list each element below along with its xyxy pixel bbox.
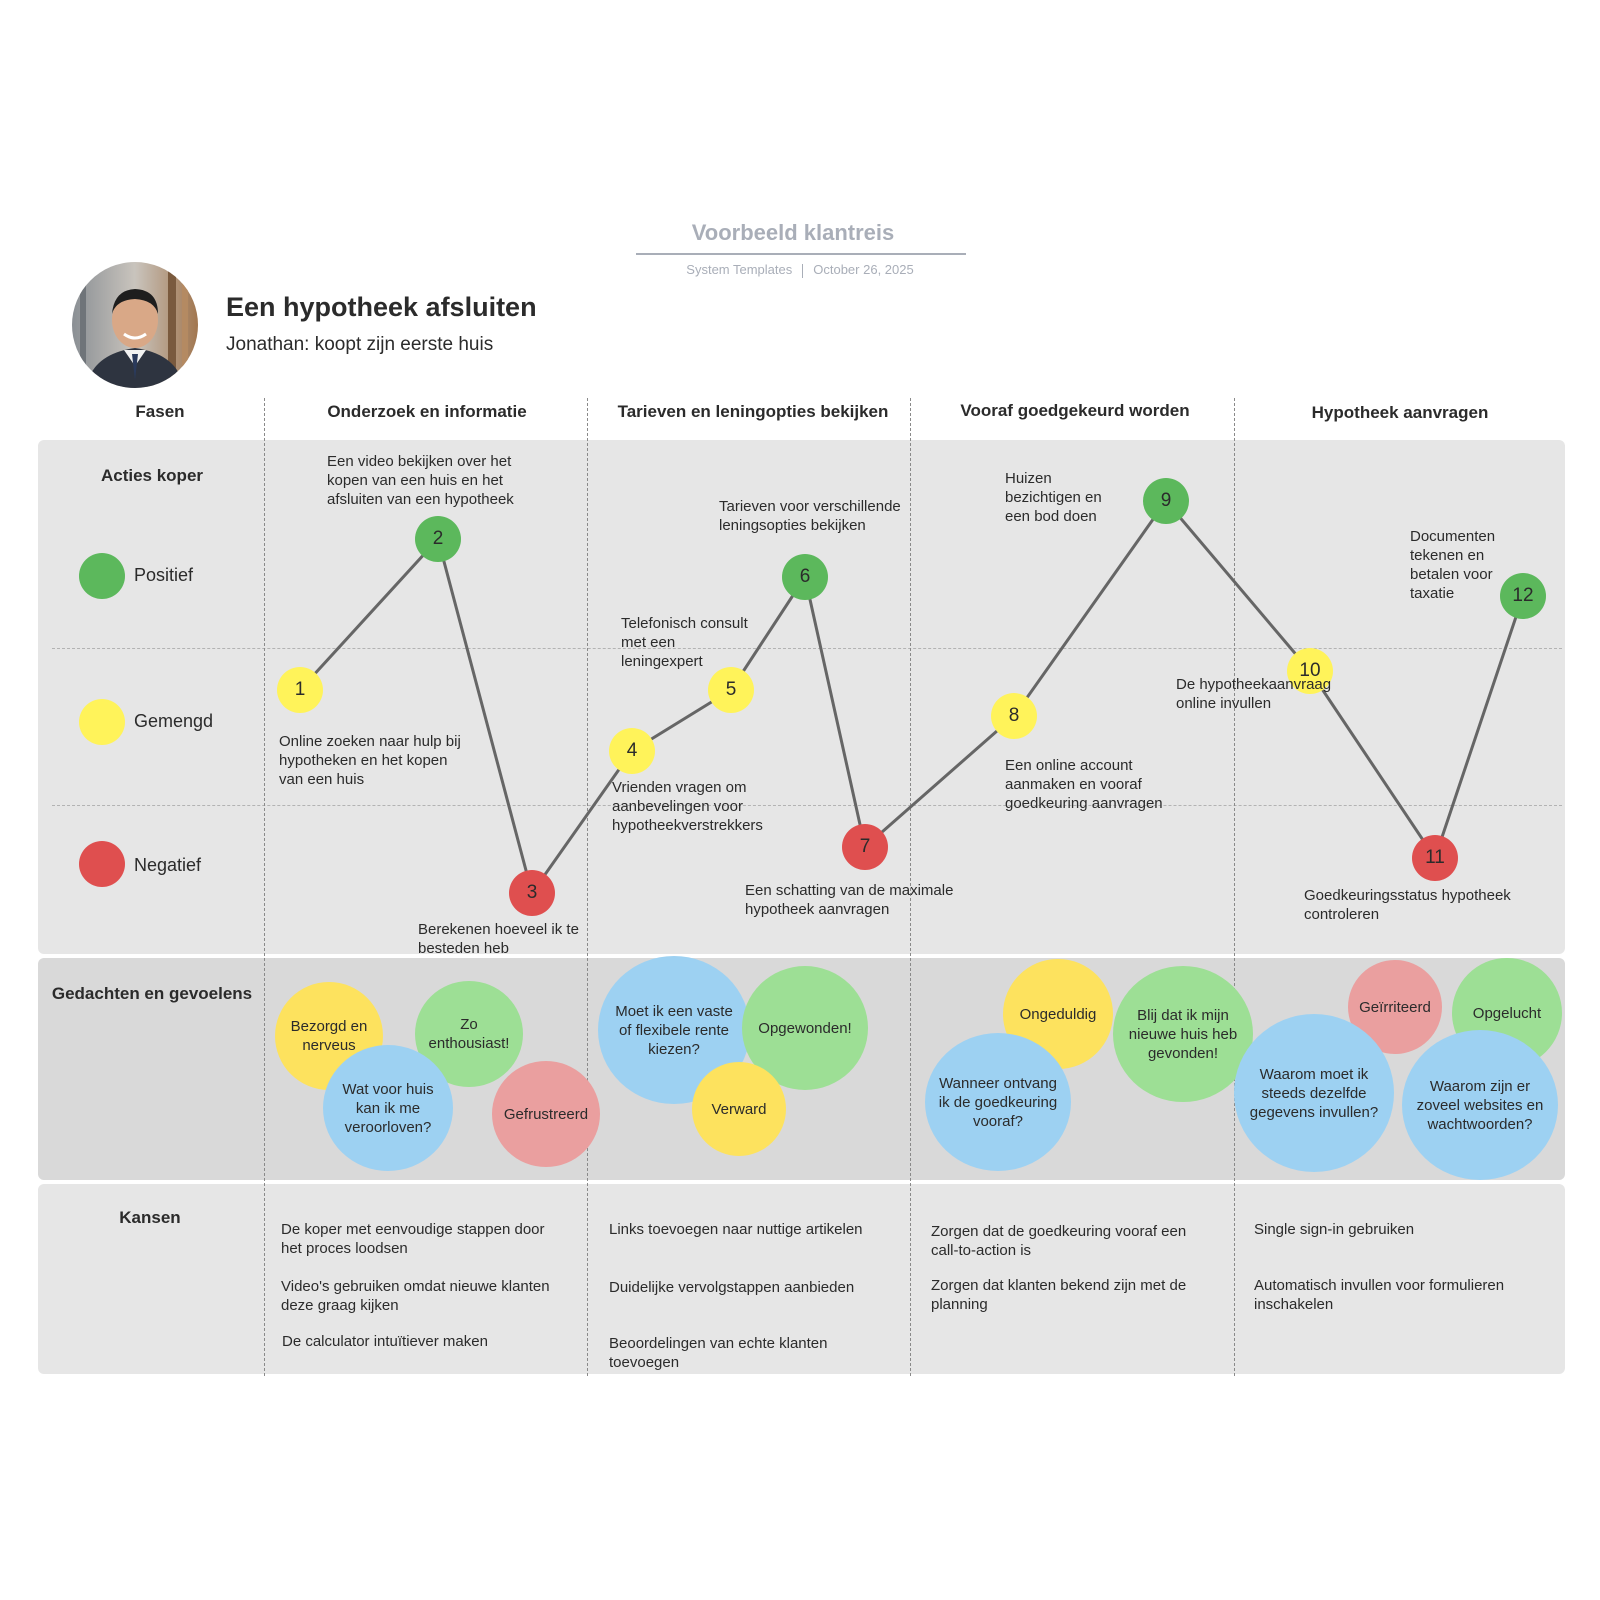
row-header-kansen: Kansen	[119, 1208, 181, 1227]
document-date: October 26, 2025	[813, 262, 914, 277]
opportunity-1-3: De calculator intuïtiever maken	[282, 1333, 488, 1350]
journey-label-9: Huizen bezichtigen en een bod doen	[1005, 470, 1102, 525]
document-title: Voorbeeld klantreis	[691, 220, 895, 245]
column-header-fasen: Fasen	[135, 402, 185, 421]
journey-point-6: 6	[782, 554, 828, 600]
journey-label-10: De hypotheekaanvraag online invullen	[1176, 676, 1332, 712]
feeling-bubble-goedkeuring: Wanneer ontvang ik de goedkeuring vooraf…	[925, 1033, 1071, 1171]
document-source: System Templates	[686, 262, 793, 277]
journey-label-2: Een video bekijken over het kopen van ee…	[327, 453, 514, 508]
journey-label-3: Berekenen hoeveel ik te besteden heb	[418, 921, 579, 957]
feeling-bubble-gegevens: Waarom moet ik steeds dezelfde gegevens …	[1234, 1014, 1394, 1172]
journey-point-12: 12	[1500, 573, 1546, 619]
document-title-underline	[636, 253, 966, 255]
journey-label-11: Goedkeuringsstatus hypotheek controleren	[1304, 887, 1511, 923]
feeling-bubble-gefrustreerd: Gefrustreerd	[492, 1061, 600, 1167]
column-divider-3	[910, 398, 911, 1376]
journey-point-7: 7	[842, 824, 888, 870]
legend-negative-dot	[79, 841, 125, 887]
legend-positive-dot	[79, 553, 125, 599]
feeling-bubble-verward: Verward	[692, 1062, 786, 1156]
opportunities-panel	[38, 1184, 1565, 1374]
persona-subtitle: Jonathan: koopt zijn eerste huis	[226, 334, 494, 355]
column-header-phase-4: Hypotheek aanvragen	[1311, 403, 1489, 422]
journey-point-3: 3	[509, 870, 555, 916]
journey-label-4: Vrienden vragen om aanbevelingen voor hy…	[612, 779, 763, 834]
feeling-bubble-wachtwoorden: Waarom zijn er zoveel websites en wachtw…	[1402, 1030, 1558, 1180]
column-header-phase-2: Tarieven en leningopties bekijken	[617, 402, 889, 421]
legend-negative-label: Negatief	[134, 855, 202, 875]
journey-point-10: 10	[1287, 648, 1333, 694]
journey-point-2: 2	[415, 516, 461, 562]
opportunity-3-1: Zorgen dat de goedkeuring vooraf een cal…	[931, 1223, 1187, 1259]
journey-point-1: 1	[277, 667, 323, 713]
opportunity-2-2: Duidelijke vervolgstappen aanbieden	[609, 1279, 855, 1296]
legend-positive-label: Positief	[134, 565, 194, 585]
journey-point-4: 4	[609, 728, 655, 774]
opportunity-2-3: Beoordelingen van echte klanten toevoege…	[609, 1335, 828, 1371]
journey-point-9: 9	[1143, 478, 1189, 524]
journey-point-11: 11	[1412, 835, 1458, 881]
legend-mixed-dot	[79, 699, 125, 745]
feeling-bubble-rente: Moet ik een vaste of flexibele rente kie…	[598, 956, 750, 1104]
journey-label-6: Tarieven voor verschillende leningsoptie…	[719, 498, 901, 534]
persona-avatar	[72, 262, 198, 388]
feeling-bubble-blij: Blij dat ik mijn nieuwe huis heb gevonde…	[1113, 966, 1253, 1102]
column-divider-4	[1234, 398, 1235, 1376]
journey-line	[298, 499, 1525, 895]
journey-label-7: Een schatting van de maximale hypotheek …	[745, 882, 954, 918]
journey-title: Een hypotheek afsluiten	[226, 292, 537, 322]
journey-point-5: 5	[708, 667, 754, 713]
legend-mixed-label: Gemengd	[134, 711, 214, 731]
feeling-bubble-veroorloven: Wat voor huis kan ik me veroorloven?	[323, 1045, 453, 1171]
column-header-phase-1: Onderzoek en informatie	[327, 402, 527, 421]
column-divider-2	[587, 398, 588, 1376]
opportunity-2-1: Links toevoegen naar nuttige artikelen	[609, 1221, 863, 1238]
opportunity-1-2: Video's gebruiken omdat nieuwe klanten d…	[281, 1278, 550, 1314]
opportunity-4-2: Automatisch invullen voor formulieren in…	[1254, 1277, 1505, 1313]
row-header-gedachten: Gedachten en gevoelens	[51, 984, 253, 1003]
column-divider-1	[264, 398, 265, 1376]
opportunity-1-1: De koper met eenvoudige stappen door het…	[281, 1221, 545, 1257]
journey-label-8: Een online account aanmaken en vooraf go…	[1005, 757, 1163, 812]
meta-separator	[802, 263, 804, 278]
journey-point-8: 8	[991, 693, 1037, 739]
sentiment-divider-top	[52, 648, 1562, 649]
sentiment-divider-bottom	[52, 805, 1562, 806]
journey-label-5: Telefonisch consult met een leningexpert	[621, 615, 748, 670]
journey-label-1: Online zoeken naar hulp bij hypotheken e…	[279, 733, 461, 788]
column-header-phase-3: Vooraf goedgekeurd worden	[960, 401, 1190, 420]
journey-label-12: Documenten tekenen en betalen voor taxat…	[1410, 528, 1496, 602]
row-header-acties: Acties koper	[100, 466, 204, 485]
document-meta: System Templates October 26, 2025	[560, 262, 1040, 278]
opportunity-3-2: Zorgen dat klanten bekend zijn met de pl…	[931, 1277, 1187, 1313]
opportunity-4-1: Single sign-in gebruiken	[1254, 1221, 1415, 1238]
